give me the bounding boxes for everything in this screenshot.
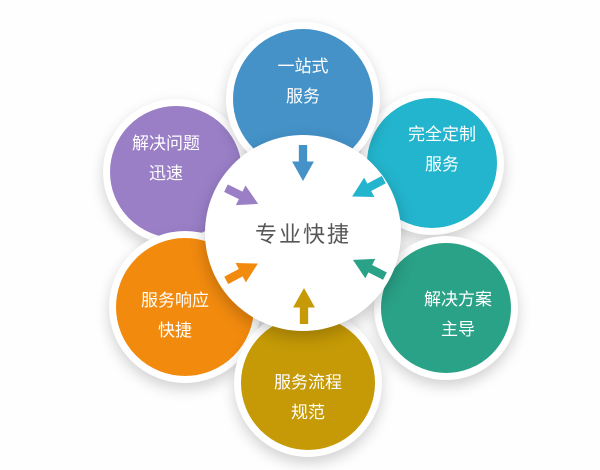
petal-label-line: 服务响应 <box>141 291 209 312</box>
petal-label-line: 服务 <box>425 155 459 175</box>
petal-solution-led: 解决方案 主导 <box>374 236 518 380</box>
petal-label-line: 一站式 <box>277 57 329 78</box>
center-label: 专业快捷 <box>254 223 351 248</box>
petal-standard-process: 服务流程 规范 <box>234 309 382 457</box>
petal-label-line: 主导 <box>441 320 475 340</box>
petal-label: 解决方案 主导 <box>424 286 492 346</box>
petal-label-line: 快捷 <box>158 321 192 341</box>
petal-label-line: 解决方案 <box>424 290 492 311</box>
petal-label-line: 解决问题 <box>132 134 200 155</box>
petal-label: 完全定制 服务 <box>408 121 476 181</box>
petal-label-line: 完全定制 <box>408 125 476 146</box>
petal-label-line: 服务流程 <box>274 373 342 394</box>
petal-label-line: 迅速 <box>149 164 183 184</box>
petal-label: 服务响应 快捷 <box>141 287 209 347</box>
petal-label-line: 规范 <box>291 403 325 423</box>
petal-label: 服务流程 规范 <box>274 369 342 429</box>
petal-label: 一站式 服务 <box>278 53 329 113</box>
petal-label: 解决问题 迅速 <box>132 130 200 190</box>
petal-label-line: 服务 <box>286 87 320 107</box>
